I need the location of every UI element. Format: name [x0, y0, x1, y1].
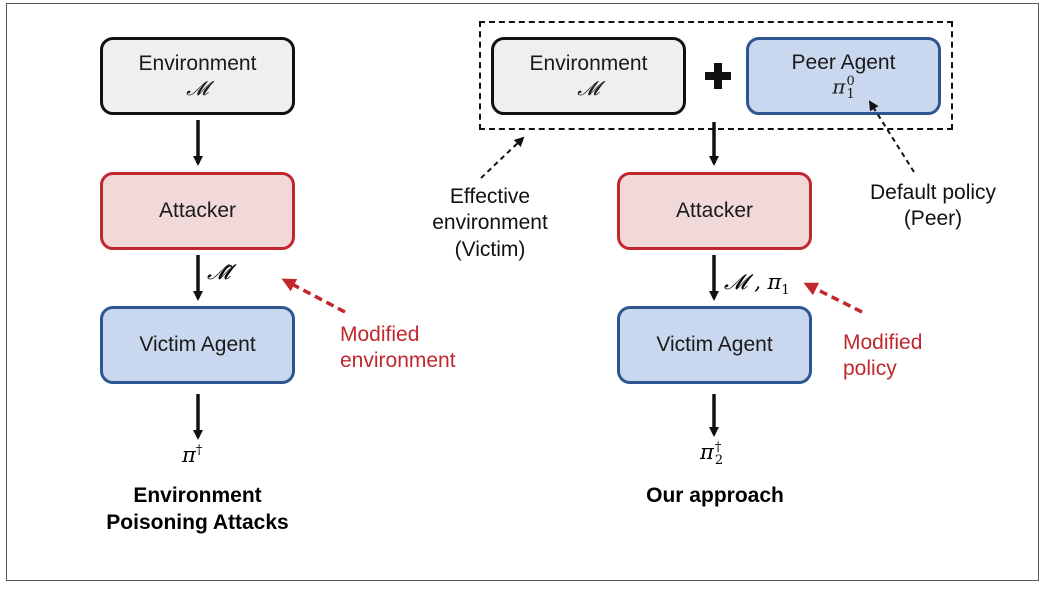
right-victim-label: Victim Agent [656, 332, 773, 356]
right-modified-note-line: policy [843, 357, 897, 381]
right-arrow-text: 𝓜 , π [724, 270, 782, 294]
effective-environment-group [479, 21, 953, 130]
right-modified-policy-arrow [803, 282, 863, 314]
right-arrow-sub: 1 [781, 283, 790, 299]
right-output-symbol: π†2 [700, 440, 723, 467]
right-panel-title: Our approach [646, 484, 784, 507]
left-output-pi: π [182, 443, 196, 467]
peer-agent-label: Peer Agent [791, 50, 896, 74]
peer-pi: π [832, 74, 846, 99]
right-environment-label: Environment [529, 52, 648, 76]
left-environment-symbol: 𝓜 [186, 75, 209, 100]
right-attacker-box: Attacker [617, 172, 812, 250]
right-attacker-label: Attacker [675, 198, 754, 222]
peer-sub: 1 [846, 87, 855, 103]
left-title-line: Poisoning Attacks [106, 511, 289, 535]
plus-icon [705, 63, 731, 89]
left-output-dagger: † [195, 443, 203, 458]
default-note-line: (Peer) [903, 207, 963, 231]
right-output-pi: π [700, 440, 714, 464]
left-environment-box: Environment 𝓜 [100, 37, 295, 115]
left-panel-title: Environment Poisoning Attacks [75, 482, 320, 537]
left-modified-note-line: environment [340, 349, 456, 373]
left-title-line: Environment [133, 484, 262, 507]
left-modified-note-line: Modified [340, 323, 420, 346]
effective-environment-note: Effective environment (Victim) [415, 184, 565, 263]
effective-environment-pointer [480, 136, 525, 179]
default-note-line: Default policy [869, 181, 997, 204]
right-environment-symbol: 𝓜 [577, 75, 600, 100]
right-modified-note: Modified policy [843, 330, 922, 383]
peer-sup: 0 [846, 74, 855, 90]
left-attacker-label: Attacker [158, 198, 237, 222]
left-victim-label: Victim Agent [139, 332, 256, 356]
effective-note-line: (Victim) [454, 237, 526, 261]
left-modified-note: Modified environment [340, 322, 456, 375]
right-victim-box: Victim Agent [617, 306, 812, 384]
right-arrow-symbol: 𝓜 , π1 [724, 270, 790, 298]
effective-note-line: environment [432, 211, 548, 235]
default-policy-note: Default policy (Peer) [848, 180, 1018, 233]
effective-note-line: Effective [449, 185, 531, 208]
left-environment-label: Environment [138, 52, 257, 76]
left-victim-box: Victim Agent [100, 306, 295, 384]
right-modified-note-line: Modified [843, 331, 923, 354]
left-modified-environment-arrow [281, 278, 346, 314]
right-environment-box: Environment 𝓜 [491, 37, 686, 115]
right-output-dagger: † [714, 439, 722, 455]
figure-frame [6, 3, 1039, 581]
right-output-sub: 2 [714, 452, 724, 468]
default-policy-pointer [868, 100, 915, 173]
left-output-symbol: π† [182, 443, 202, 467]
left-arrow-symbol: 𝓜̂ [207, 260, 231, 284]
left-attacker-box: Attacker [100, 172, 295, 250]
